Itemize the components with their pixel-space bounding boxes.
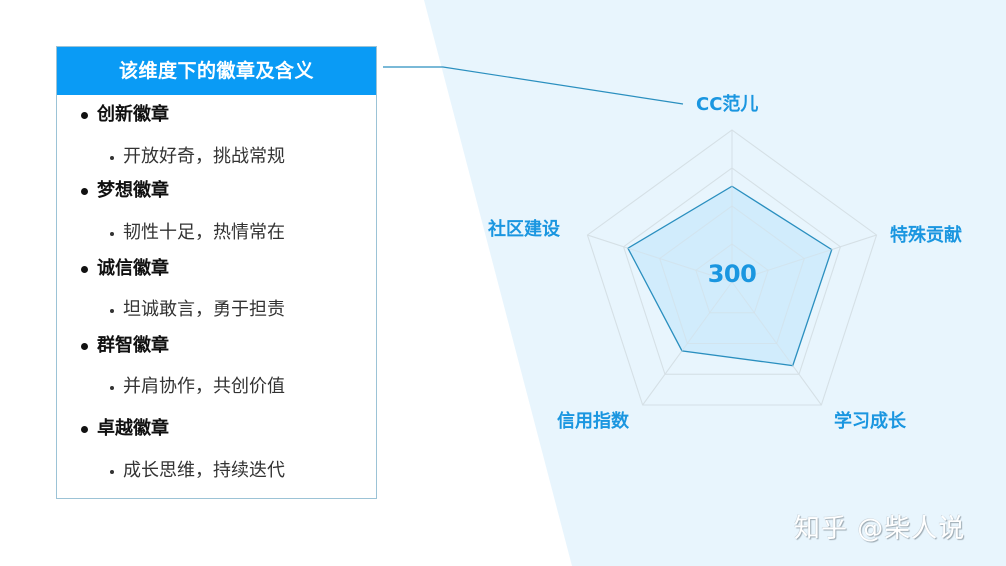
radar-ring: [622, 167, 842, 375]
radar-axis-line: [731, 281, 822, 406]
axis-label-community: 社区建设: [488, 219, 560, 240]
badge-meaning: 开放好奇，挑战常规: [110, 146, 285, 167]
watermark: 知乎 @柴人说: [794, 514, 966, 544]
badge-panel: 该维度下的徽章及含义 创新徽章 开放好奇，挑战常规 梦想徽章 韧性十足，热情常在…: [56, 46, 377, 499]
badge-name: 群智徽章: [81, 335, 169, 356]
badge-name: 梦想徽章: [81, 180, 169, 201]
radar-data-area: [627, 185, 833, 367]
badge-name: 创新徽章: [81, 104, 169, 125]
badge-meaning: 韧性十足，热情常在: [110, 222, 285, 243]
radar-ring: [659, 205, 805, 344]
radar-center-value: 300: [707, 260, 757, 288]
radar-ring: [695, 243, 769, 314]
radar-axis-line: [731, 234, 877, 283]
radar-grid-inner: [586, 129, 878, 406]
radar-axis-line: [587, 234, 733, 283]
badge-panel-title: 该维度下的徽章及含义: [57, 47, 376, 95]
axis-label-credit-index: 信用指数: [557, 411, 629, 432]
badge-meaning: 成长思维，持续迭代: [110, 460, 285, 481]
badge-meaning: 坦诚敢言，勇于担责: [110, 299, 285, 320]
radar-ring: [586, 129, 878, 406]
axis-label-learning-growth: 学习成长: [834, 411, 906, 432]
radar-axis-line: [642, 281, 733, 406]
badge-meaning: 并肩协作，共创价值: [110, 376, 285, 397]
badge-name: 卓越徽章: [81, 418, 169, 439]
badge-name: 诚信徽章: [81, 258, 169, 279]
axis-label-cc: CC范儿: [696, 94, 759, 115]
connector-line: [383, 66, 684, 105]
axis-label-special-contribution: 特殊贡献: [890, 225, 962, 246]
